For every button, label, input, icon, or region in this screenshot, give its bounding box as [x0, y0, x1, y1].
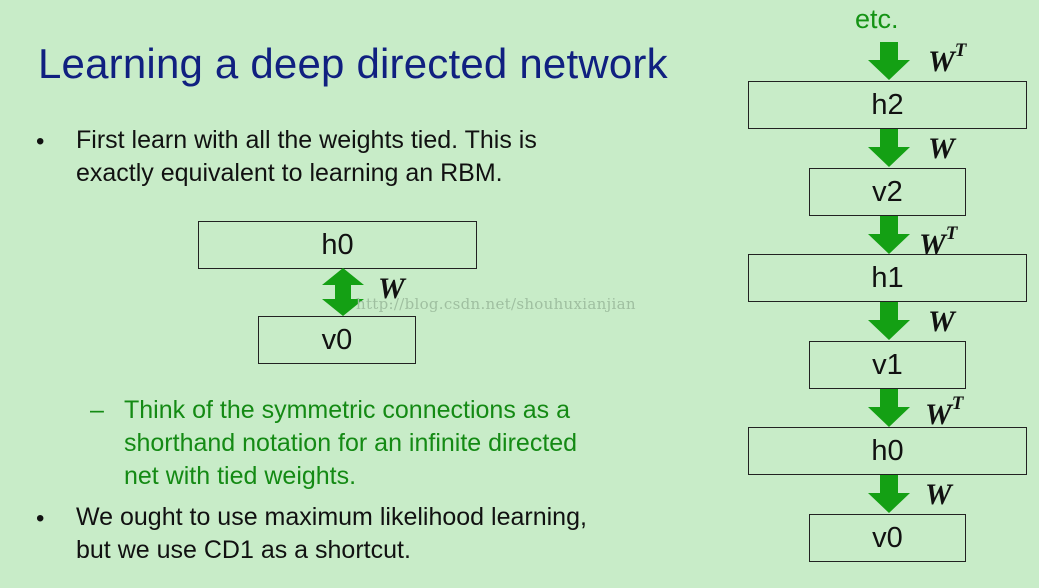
down-arrow-icon [868, 475, 910, 513]
stack-box-h2: h2 [748, 81, 1027, 129]
etc-label: etc. [855, 4, 899, 34]
stack-box-v2: v2 [809, 168, 966, 216]
rbm-hidden-box: h0 [198, 221, 477, 269]
stack-box-v1: v1 [809, 341, 966, 389]
bullet-marker-2: • [36, 505, 45, 532]
down-arrow-icon [868, 389, 910, 427]
stack-box-h0: h0 [748, 427, 1027, 475]
weight-label-transpose: WT [925, 393, 964, 431]
bullet-1: First learn with all the weights tied. T… [76, 124, 696, 190]
weight-label: W [928, 132, 955, 165]
rbm-hidden-label: h0 [321, 228, 354, 261]
stack-box-label: v1 [872, 348, 903, 381]
stack-box-h1: h1 [748, 254, 1027, 302]
sub-bullet: Think of the symmetric connections as a … [124, 394, 684, 493]
sub-bullet-line-1: Think of the symmetric connections as a [124, 396, 571, 424]
bullet-2-line-1: We ought to use maximum likelihood learn… [76, 503, 587, 531]
bullet-marker-1: • [36, 128, 45, 155]
bullet-2: We ought to use maximum likelihood learn… [76, 501, 696, 567]
stack-box-label: h0 [871, 434, 904, 467]
bullet-1-line-2: exactly equivalent to learning an RBM. [76, 159, 503, 187]
watermark: http://blog.csdn.net/shouhuxianjian [356, 295, 636, 313]
sub-bullet-line-2: shorthand notation for an infinite direc… [124, 429, 578, 457]
stack-box-v0: v0 [809, 514, 966, 562]
bullet-1-line-1: First learn with all the weights tied. T… [76, 126, 537, 154]
bullet-2-line-2: but we use CD1 as a shortcut. [76, 536, 411, 564]
stack-box-label: h2 [871, 88, 904, 121]
sub-bullet-line-3: net with tied weights. [124, 462, 357, 490]
sub-bullet-marker: – [90, 396, 104, 424]
weight-label: W [925, 478, 952, 511]
down-arrow-icon [868, 42, 910, 80]
rbm-visible-box: v0 [258, 316, 416, 364]
bidirectional-arrow-icon [322, 268, 364, 316]
down-arrow-icon [868, 216, 910, 254]
slide-title: Learning a deep directed network [38, 40, 668, 87]
weight-label-transpose: WT [928, 40, 967, 78]
down-arrow-icon [868, 129, 910, 167]
stack-box-label: h1 [871, 261, 904, 294]
rbm-visible-label: v0 [321, 323, 353, 356]
down-arrow-icon [868, 302, 910, 340]
stack-box-label: v0 [872, 521, 903, 554]
stack-box-label: v2 [872, 175, 903, 208]
weight-label: W [928, 305, 955, 338]
rbm-weight-label: W [378, 272, 405, 305]
